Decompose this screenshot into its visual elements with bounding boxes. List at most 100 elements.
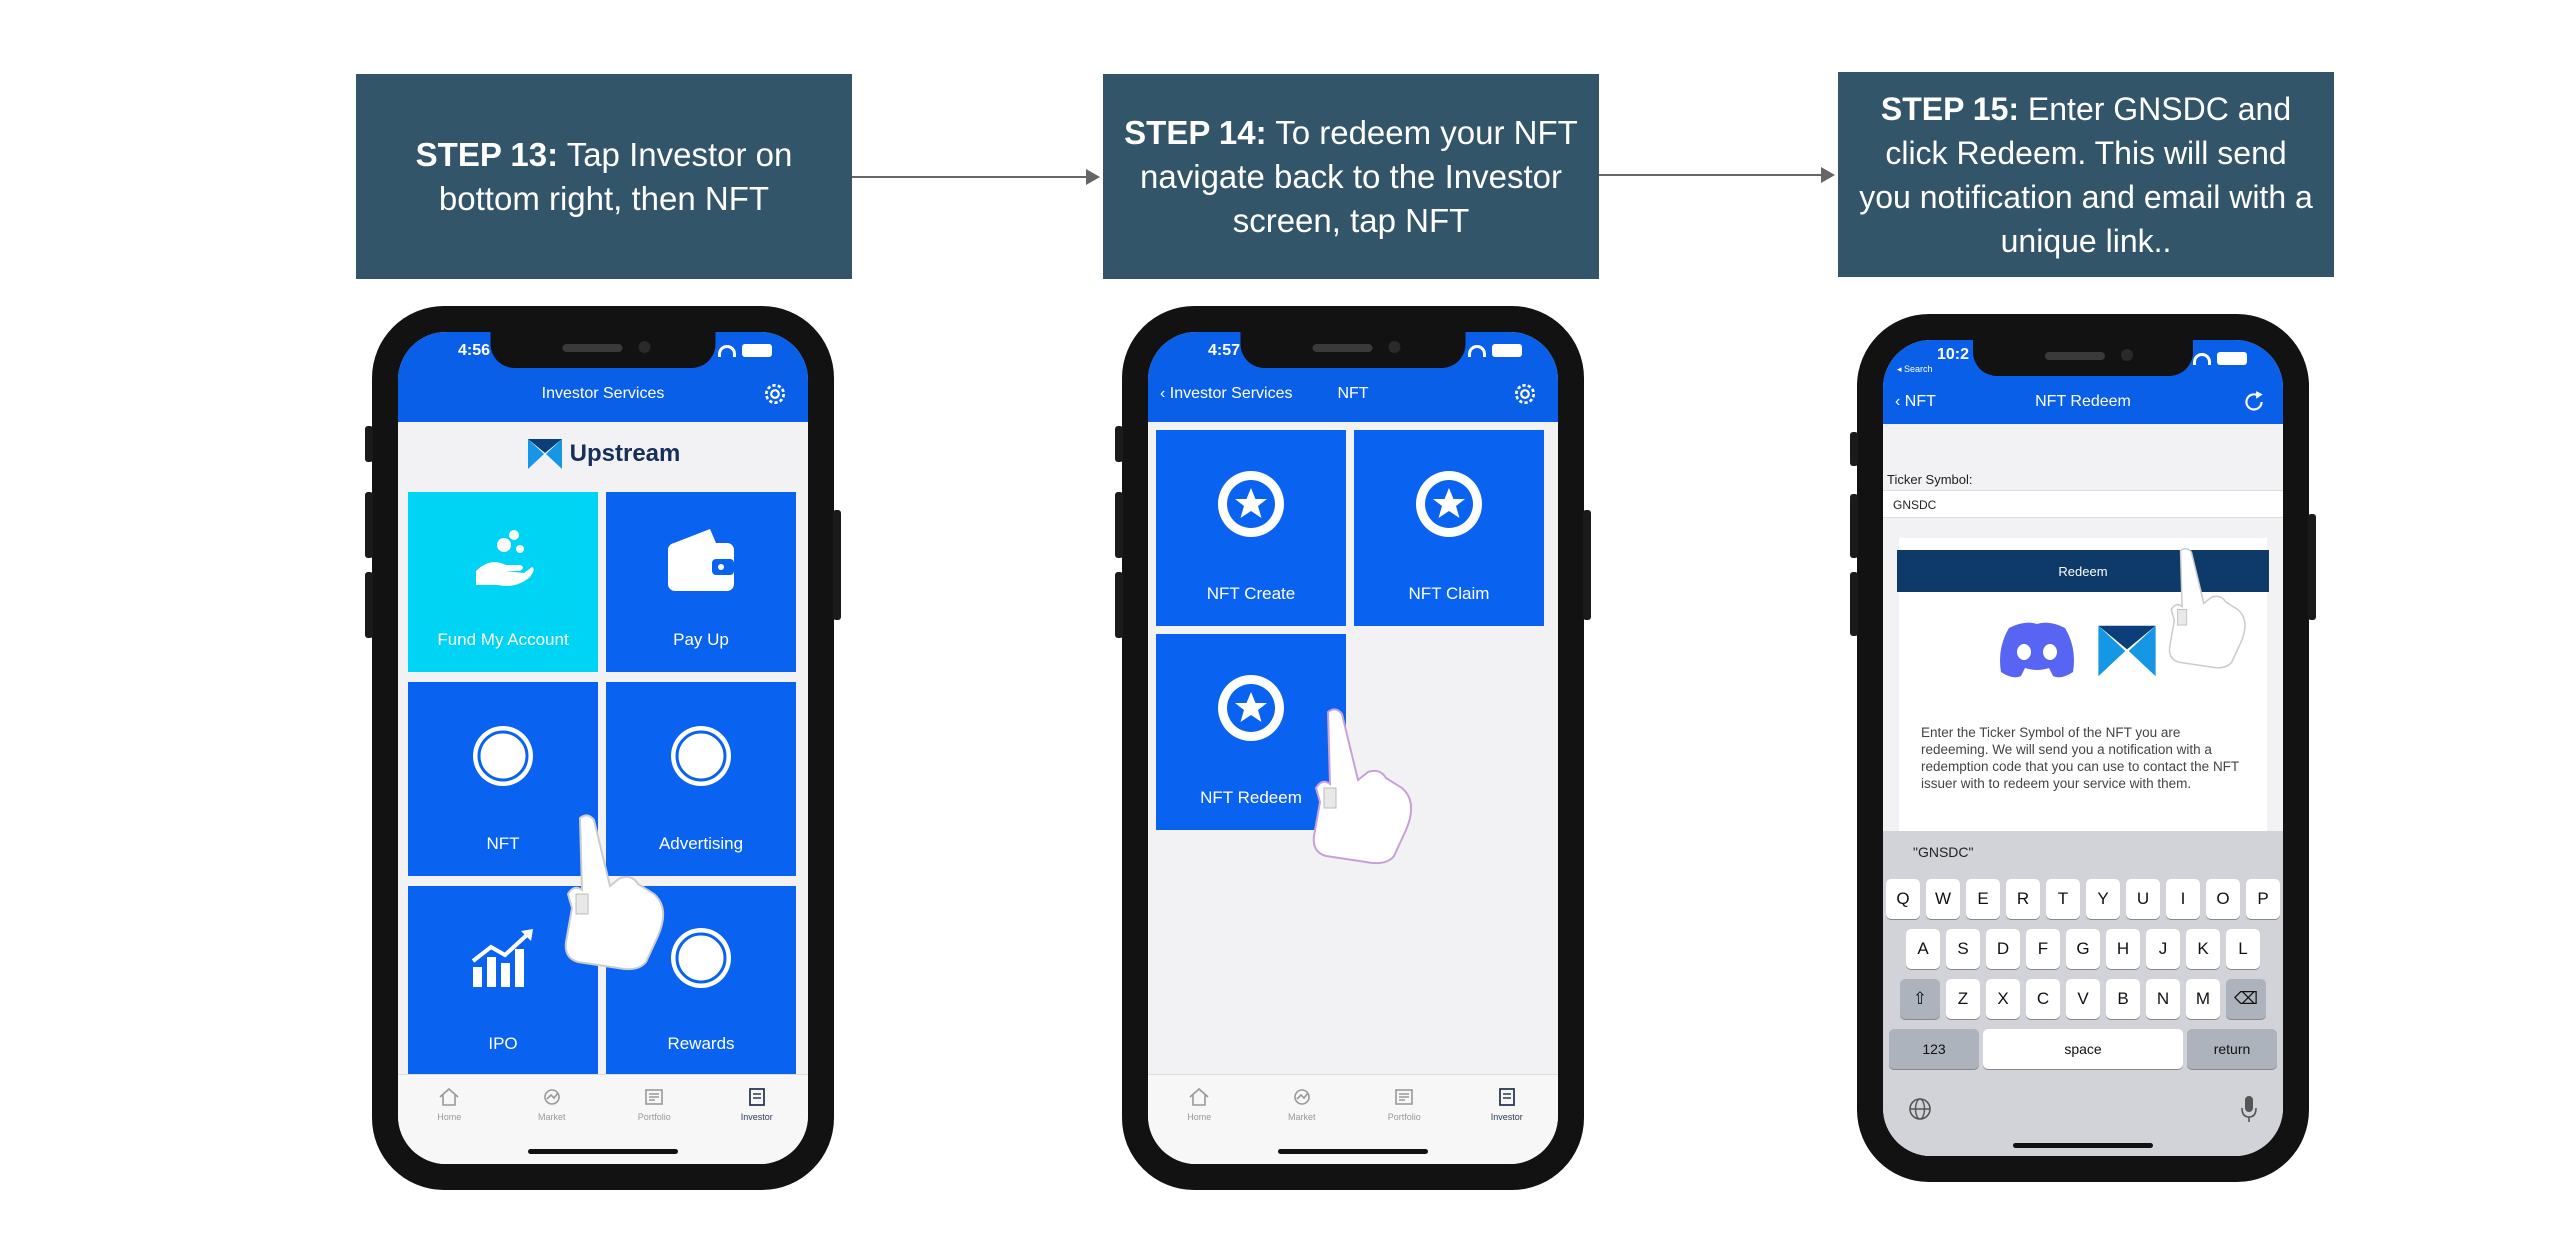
back-label: Investor Services [1169,385,1293,402]
key-b[interactable]: B [2106,979,2140,1019]
back-button[interactable]: ‹ Investor Services [1160,385,1293,403]
tab-label: Home [1187,1112,1212,1122]
step-13-label: STEP 13: [415,135,559,173]
tile-nft-create[interactable]: NFT Create [1156,430,1346,626]
return-key[interactable]: return [2187,1029,2277,1069]
key-q[interactable]: Q [1886,879,1920,919]
step-13-text: Tap Investor on bottom right, then NFT [438,135,793,217]
step-15-label: STEP 15: [1880,90,2020,127]
key-l[interactable]: L [2226,929,2260,969]
tile-pay-up[interactable]: Pay Up [606,492,796,672]
tab-label: Portfolio [637,1112,671,1122]
key-u[interactable]: U [2126,879,2160,919]
key-o[interactable]: O [2206,879,2240,919]
tab-market[interactable]: Market [1262,1087,1342,1164]
tab-investor[interactable]: Investor [717,1087,797,1164]
chevron-left-icon: ‹ [1895,393,1905,410]
refresh-icon[interactable] [2241,389,2267,415]
delete-key[interactable]: ⌫ [2226,979,2266,1019]
tab-portfolio[interactable]: Portfolio [614,1087,694,1164]
redeem-button[interactable]: Redeem [1897,550,2269,592]
tab-portfolio[interactable]: Portfolio [1364,1087,1444,1164]
key-f[interactable]: F [2026,929,2060,969]
gear-icon[interactable] [1512,381,1538,407]
key-p[interactable]: P [2246,879,2280,919]
key-i[interactable]: I [2166,879,2200,919]
tile-label: Rewards [667,1034,735,1053]
tab-market[interactable]: Market [512,1087,592,1164]
market-icon [543,1089,560,1105]
key-e[interactable]: E [1966,879,2000,919]
coin-icon [473,725,533,786]
key-x[interactable]: X [1986,979,2020,1019]
key-a[interactable]: A [1906,929,1940,969]
ticker-input[interactable]: GNSDC [1883,490,2283,518]
step-15-caption: STEP 15: Enter GNSDC and click Redeem. T… [1838,72,2334,277]
page-title: NFT [1337,385,1369,402]
investor-icon [748,1088,765,1106]
key-y[interactable]: Y [2086,879,2120,919]
tab-home[interactable]: Home [409,1087,489,1164]
key-j[interactable]: J [2146,929,2180,969]
phone-step-15: 10:2 ◂ Search ‹ NFT NFT Redeem Ticker Sy… [1850,314,2316,1182]
tab-investor[interactable]: Investor [1467,1087,1547,1164]
key-m[interactable]: M [2186,979,2220,1019]
key-v[interactable]: V [2066,979,2100,1019]
back-button[interactable]: ‹ NFT [1895,393,1936,411]
brand-logo: Upstream [398,437,808,471]
phone-step-13: 4:56 Investor Services Upstream Fund My … [365,306,841,1190]
navbar: Investor Services [398,368,808,422]
portfolio-icon [645,1089,664,1105]
autocomplete-suggestion[interactable]: "GNSDC" [1913,844,1974,860]
coin-icon [671,725,731,786]
tile-label: Pay Up [673,630,729,649]
arrow-14-to-15 [1599,167,1835,183]
tile-ipo[interactable]: IPO [408,886,598,1076]
tab-label: Investor [1490,1112,1523,1122]
growth-chart-icon [471,929,533,988]
space-key[interactable]: space [1983,1029,2183,1069]
upstream-logo-icon [2098,625,2156,677]
tab-label: Portfolio [1387,1112,1421,1122]
page-title: NFT Redeem [2035,393,2131,410]
key-g[interactable]: G [2066,929,2100,969]
tile-nft-redeem[interactable]: NFT Redeem [1156,634,1346,830]
key-d[interactable]: D [1986,929,2020,969]
key-w[interactable]: W [1926,879,1960,919]
step-14-label: STEP 14: [1124,113,1267,151]
tile-advertising[interactable]: Advertising [606,682,796,876]
key-s[interactable]: S [1946,929,1980,969]
tab-home[interactable]: Home [1159,1087,1239,1164]
globe-icon[interactable] [1907,1096,1933,1122]
star-badge-icon [1416,471,1482,538]
arrow-13-to-14 [852,169,1100,185]
tile-nft[interactable]: NFT [408,682,598,876]
shift-key[interactable]: ⇧ [1900,979,1940,1019]
tile-nft-claim[interactable]: NFT Claim [1354,430,1544,626]
key-k[interactable]: K [2186,929,2220,969]
status-carrier: ◂ Search [1897,364,1933,374]
tile-label: NFT Redeem [1200,788,1302,807]
tile-label: NFT [486,834,520,853]
key-c[interactable]: C [2026,979,2060,1019]
numbers-key[interactable]: 123 [1889,1029,1979,1069]
phone2-screen: 4:57 ‹ Investor Services NFT NFT Create … [1148,332,1558,1164]
ticker-label: Ticker Symbol: [1887,472,1973,487]
key-t[interactable]: T [2046,879,2080,919]
navbar: ‹ Investor Services NFT [1148,368,1558,422]
gear-icon[interactable] [762,381,788,407]
tab-label: Market [1287,1112,1316,1122]
microphone-icon[interactable] [2239,1094,2259,1124]
step-14-text: To redeem your NFT navigate back to the … [1140,113,1578,239]
key-h[interactable]: H [2106,929,2140,969]
discord-icon [2000,622,2074,678]
page-title: Investor Services [541,385,665,402]
tile-fund-my-account[interactable]: Fund My Account [408,492,598,672]
tap-hand-icon [564,814,665,971]
key-z[interactable]: Z [1946,979,1980,1019]
phone1-screen: 4:56 Investor Services Upstream Fund My … [398,332,808,1164]
brand-name: Upstream [569,440,681,467]
key-n[interactable]: N [2146,979,2180,1019]
key-r[interactable]: R [2006,879,2040,919]
